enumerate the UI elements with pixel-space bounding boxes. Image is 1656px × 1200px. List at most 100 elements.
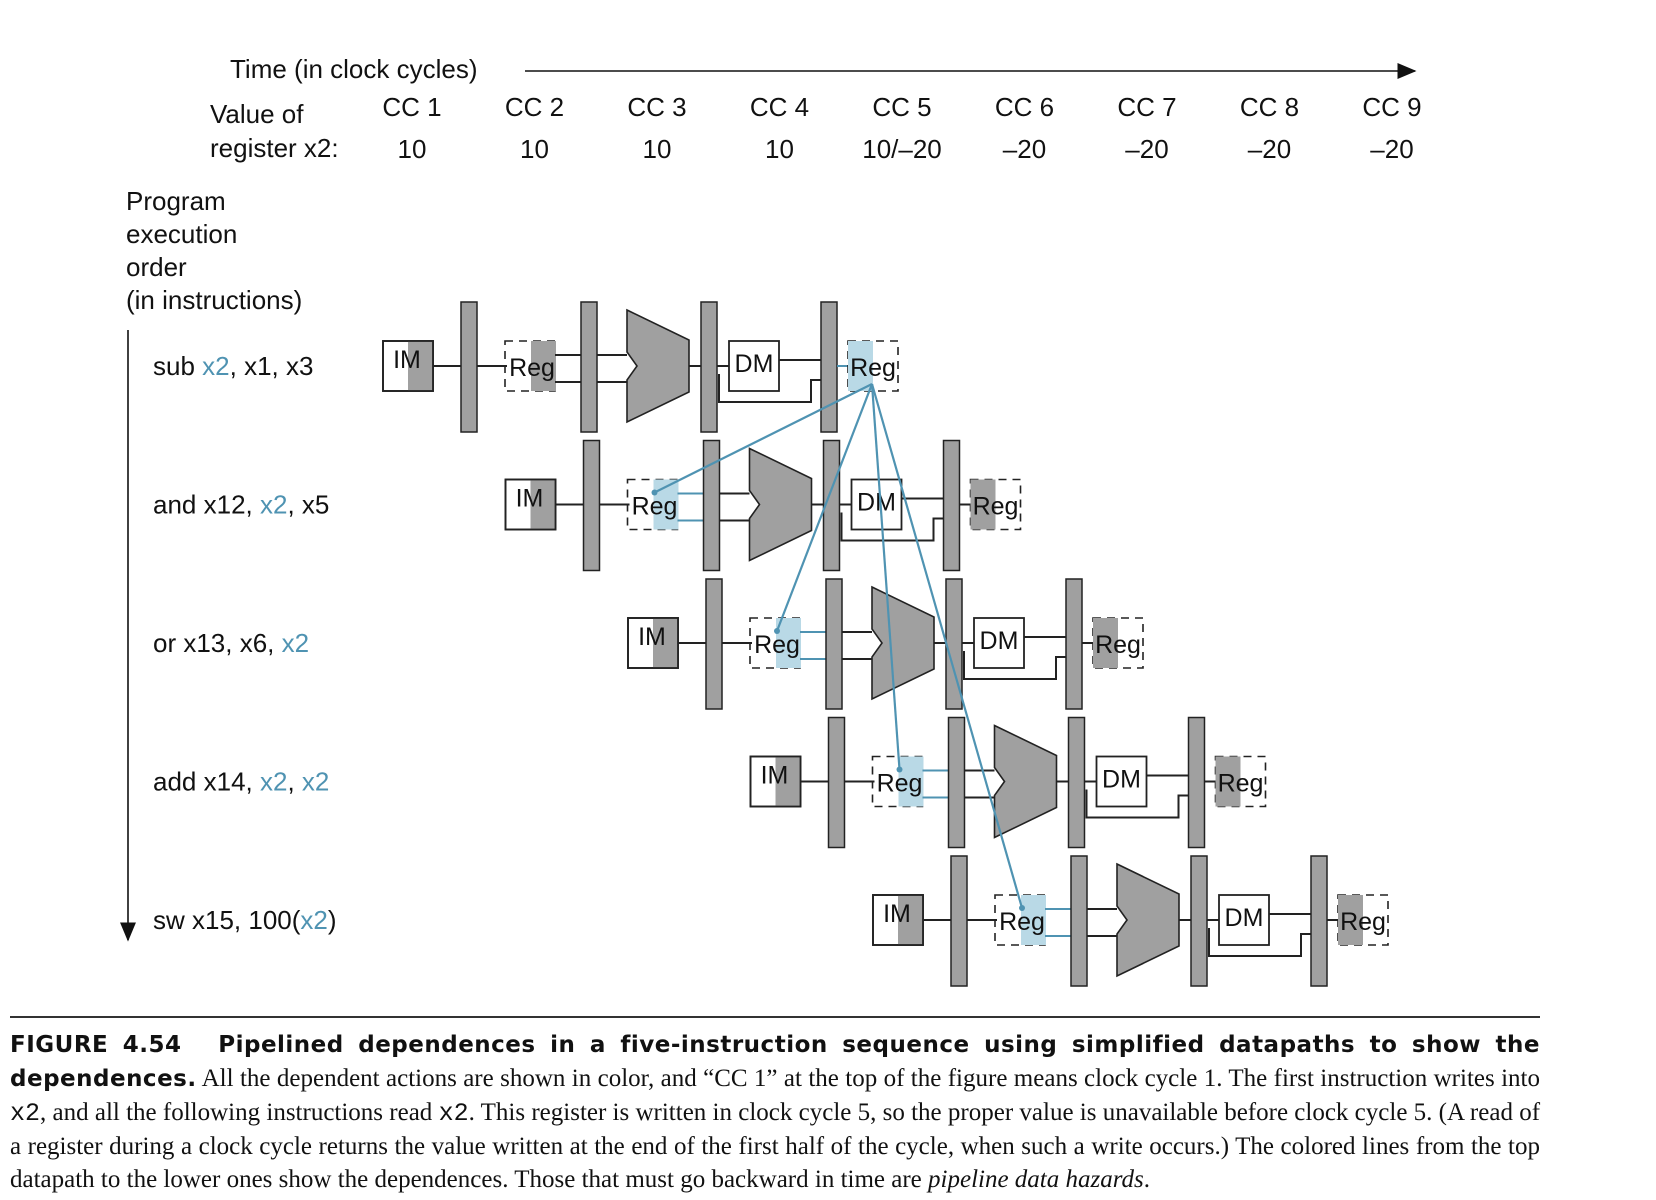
alu-shape (871, 585, 935, 701)
x2-value: 10 (643, 134, 672, 164)
im-shading (408, 341, 433, 391)
caption-code-2: x2 (438, 1099, 469, 1128)
reg-write-label: Reg (1340, 908, 1386, 936)
pipeline-register-bar (827, 716, 846, 849)
datapath-wire (840, 512, 944, 542)
reg-write-shading (1215, 756, 1241, 807)
data-memory-box (850, 478, 903, 531)
alu-shape (1116, 862, 1180, 978)
order-label-line4: (in instructions) (126, 285, 302, 315)
data-memory-box (973, 617, 1025, 669)
pipeline-register-bar (947, 716, 966, 849)
register-x2-highlight: x2 (260, 490, 287, 520)
dependence-endpoint (1019, 905, 1025, 911)
reg-read-label: Reg (999, 908, 1045, 936)
reg-write-label: Reg (973, 493, 1019, 521)
reg-read-label: Reg (632, 493, 678, 521)
datapath-wire (1085, 789, 1189, 819)
data-memory-box (1095, 755, 1148, 808)
time-axis-label: Time (in clock cycles) (230, 54, 478, 84)
value-label-line1: Value of (210, 99, 304, 129)
caption-text-a: All the dependent actions are shown in c… (201, 1065, 1540, 1092)
instruction-text: ) (328, 905, 337, 935)
dependence-line (775, 383, 874, 632)
reg-read-label: Reg (509, 354, 555, 382)
order-label-line2: execution (126, 219, 237, 249)
instruction-text: , x5 (287, 490, 329, 520)
pipeline-register-bar (950, 855, 968, 987)
pipeline-register-bar (820, 301, 838, 433)
order-label-line1: Program (126, 186, 226, 216)
datapath-wire (718, 374, 821, 403)
data-memory-box (1218, 894, 1270, 946)
im-label: IM (516, 485, 544, 513)
register-x2-highlight: x2 (202, 351, 229, 381)
dependence-lines (651, 383, 1025, 911)
pipeline-register-bar (1190, 855, 1208, 987)
reg-write-shading (848, 341, 873, 391)
x2-value: –20 (1370, 134, 1413, 164)
reg-read-shading (1021, 895, 1046, 945)
reg-write-shading (1338, 895, 1363, 945)
instruction-text: , x1, x3 (230, 351, 314, 381)
cycle-label: CC 6 (995, 92, 1054, 122)
value-label-line2: register x2: (210, 133, 339, 163)
cycle-label: CC 1 (382, 92, 441, 122)
im-label: IM (393, 346, 421, 374)
reg-write-shading (970, 479, 996, 530)
caption-text-b: , and all the following instructions rea… (40, 1099, 433, 1126)
cycle-label: CC 5 (872, 92, 931, 122)
im-shading (530, 479, 556, 530)
caption-title: Pipelined dependences in a five-instruct… (218, 1032, 1540, 1058)
x2-value: 10 (398, 134, 427, 164)
pipeline-register-bar (1310, 855, 1328, 987)
register-x2-highlight: x2 (300, 905, 327, 935)
x2-value: –20 (1248, 134, 1291, 164)
im-shading (898, 895, 923, 945)
instruction-label: sub x2, x1, x3 (153, 351, 313, 381)
alu-shape (748, 447, 813, 562)
pipeline-register-bar (1067, 716, 1086, 849)
reg-read-label: Reg (754, 631, 800, 659)
reg-read-shading (531, 341, 556, 391)
im-shading (775, 756, 801, 807)
instruction-label: add x14, x2, x2 (153, 767, 329, 797)
reg-write-label: Reg (1095, 631, 1141, 659)
pipeline-register-bar (942, 439, 961, 572)
im-shading (653, 618, 678, 668)
dependence-line (870, 383, 901, 770)
reg-write-label: Reg (850, 354, 896, 382)
pipeline-register-bar (1070, 855, 1088, 987)
im-label: IM (638, 623, 666, 651)
pipeline-register-bar (460, 301, 478, 433)
dependence-endpoint (651, 489, 658, 496)
pipeline-register-bar (700, 301, 718, 433)
figure-label: FIGURE 4.54 (10, 1032, 182, 1058)
register-x2-highlight: x2 (282, 628, 309, 658)
dependence-line (870, 383, 1024, 909)
instruction-text: , (287, 767, 301, 797)
cycle-label: CC 3 (627, 92, 686, 122)
cycle-label: CC 2 (505, 92, 564, 122)
caption-text-c: . This register is written in clock cycl… (10, 1099, 1541, 1193)
caption-title-end: dependences. (10, 1066, 197, 1092)
reg-read-shading (776, 618, 801, 668)
caption-code-1: x2 (10, 1099, 41, 1128)
dm-label: DM (857, 489, 896, 517)
cycle-label: CC 7 (1117, 92, 1176, 122)
reg-write-label: Reg (1218, 770, 1264, 798)
pipeline-register-bar (1065, 578, 1083, 710)
cycle-label: CC 4 (750, 92, 809, 122)
instruction-text: sw x15, 100( (153, 905, 301, 935)
datapath-wire (963, 651, 1066, 680)
pipeline-register-bar (582, 439, 601, 572)
reg-read-shading (898, 756, 924, 807)
pipeline-register-bar (825, 578, 843, 710)
pipeline-dependence-diagram: Time (in clock cycles) Value of register… (120, 54, 1422, 987)
dm-label: DM (980, 627, 1019, 655)
